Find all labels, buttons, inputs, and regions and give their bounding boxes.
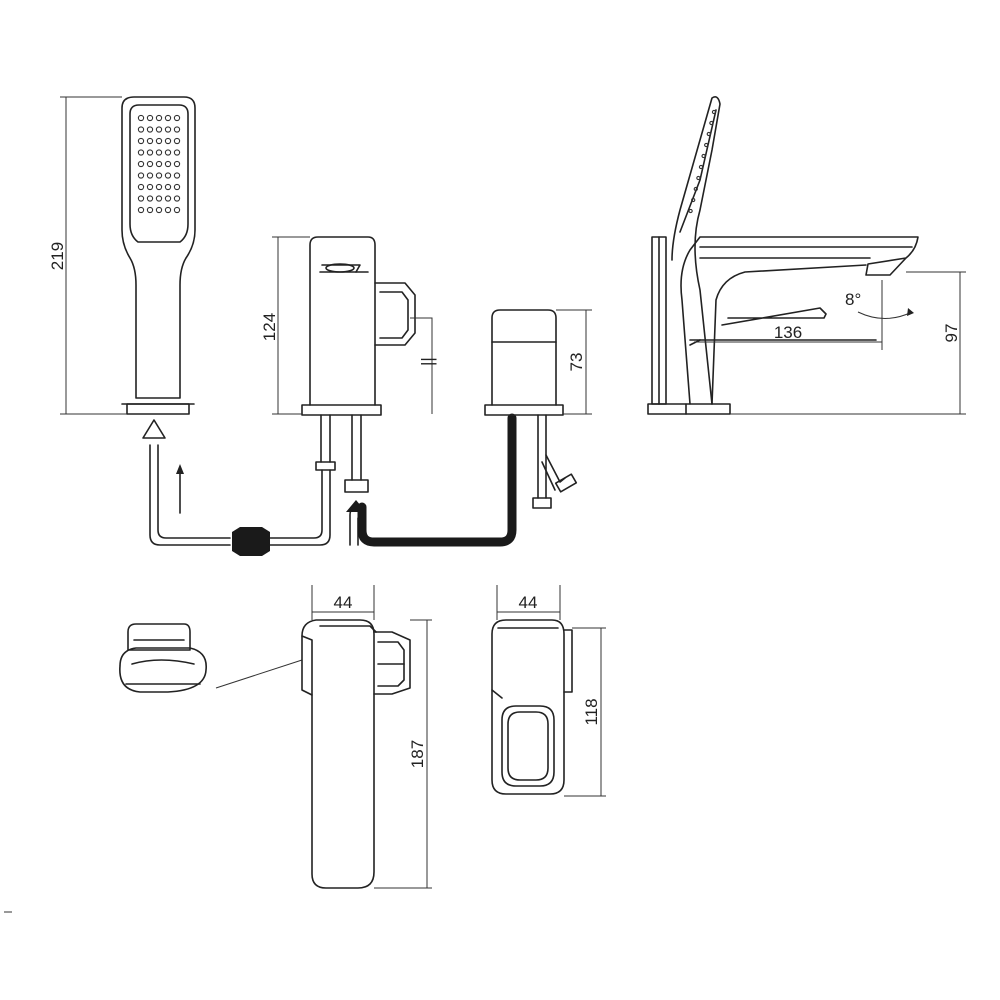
mixer-top-view <box>491 619 573 795</box>
spray-hole-side <box>711 109 717 115</box>
spray-hole <box>164 183 172 191</box>
cutoff-label: || <box>418 357 437 366</box>
spray-hole <box>164 195 172 202</box>
spray-hole <box>155 206 163 214</box>
dimension-diverter-top-length: 187 <box>374 619 432 889</box>
spray-hole <box>164 137 172 145</box>
supply-hose-black <box>357 413 517 547</box>
diverter-top-view <box>301 619 411 889</box>
hand-shower-spray-holes <box>137 114 181 214</box>
spray-hole <box>173 172 181 179</box>
spray-hole <box>137 183 145 191</box>
diverter-side-view: || <box>301 236 437 546</box>
assembly-side-view <box>647 96 919 415</box>
spray-hole <box>155 183 163 191</box>
hand-shower-front-view <box>121 96 196 415</box>
dim-label-97: 97 <box>942 324 961 343</box>
dim-label-118: 118 <box>582 698 601 725</box>
spray-hole <box>173 183 181 191</box>
spray-hole <box>173 160 181 168</box>
spray-hole <box>164 172 172 179</box>
spray-hole <box>164 149 172 156</box>
spray-hole-side <box>688 208 693 214</box>
mixer-side-view <box>484 309 578 509</box>
diverter-knob-detail <box>119 623 303 693</box>
spray-hole <box>155 172 163 179</box>
dim-label-44-right: 44 <box>519 593 538 612</box>
spray-hole <box>164 160 172 168</box>
dimension-diverter-top-width: 44 <box>311 585 375 620</box>
spray-hole <box>164 206 172 214</box>
spray-hole <box>155 149 163 156</box>
spray-hole <box>137 149 145 156</box>
spray-hole <box>173 126 181 133</box>
spray-hole <box>146 195 154 202</box>
dim-label-187: 187 <box>408 740 427 768</box>
dimension-mixer-top-length: 118 <box>564 627 606 797</box>
spray-hole <box>137 206 145 214</box>
spray-hole-side <box>691 197 696 203</box>
spray-hole <box>146 206 154 214</box>
dimension-mixer-height: 73 <box>556 309 592 415</box>
dimension-diverter-height: 124 <box>260 236 310 415</box>
spray-hole <box>146 149 154 156</box>
spray-hole <box>164 114 172 122</box>
spray-hole-side <box>698 164 704 170</box>
dim-label-8deg: 8° <box>845 290 861 309</box>
spray-hole-side <box>704 142 709 148</box>
spray-hole <box>173 195 181 202</box>
handshower-side-holes <box>688 109 717 214</box>
spray-hole-side <box>706 131 711 137</box>
spray-hole <box>155 137 163 145</box>
spray-hole <box>146 160 154 168</box>
spray-hole <box>137 114 145 122</box>
spray-hole <box>137 137 145 145</box>
spray-hole <box>173 206 181 214</box>
dimension-handshower-height: 219 <box>48 96 127 415</box>
spray-hole <box>146 126 154 133</box>
dim-label-73: 73 <box>567 353 586 372</box>
spray-hole-side <box>696 175 701 181</box>
hose-connector <box>232 527 270 556</box>
spray-hole <box>137 126 145 133</box>
dimension-mixer-top-width: 44 <box>496 585 561 620</box>
hand-shower-hose <box>142 419 331 556</box>
dim-label-136: 136 <box>774 323 802 342</box>
spray-hole <box>137 172 145 179</box>
spray-hole <box>155 195 163 202</box>
spray-hole <box>146 183 154 191</box>
spray-hole <box>146 137 154 145</box>
spray-hole <box>155 160 163 168</box>
dimension-spout-height: 97 <box>730 271 966 415</box>
spray-hole <box>146 114 154 122</box>
dimension-spout-reach: 136 <box>694 280 883 350</box>
spray-hole <box>155 126 163 133</box>
dim-label-124: 124 <box>260 313 279 341</box>
spray-hole <box>155 114 163 122</box>
spray-hole <box>173 137 181 145</box>
spray-hole <box>164 126 172 133</box>
spray-hole <box>173 149 181 156</box>
spray-hole-side <box>701 153 706 159</box>
dim-label-44-left: 44 <box>334 593 353 612</box>
spray-hole <box>137 160 145 168</box>
spray-hole <box>146 172 154 179</box>
dim-label-219: 219 <box>48 242 67 270</box>
spray-hole <box>137 195 145 202</box>
spray-hole-side <box>709 120 714 126</box>
spray-hole <box>173 114 181 122</box>
spray-hole-side <box>693 186 698 192</box>
dimension-spout-angle: 8° <box>845 290 914 319</box>
